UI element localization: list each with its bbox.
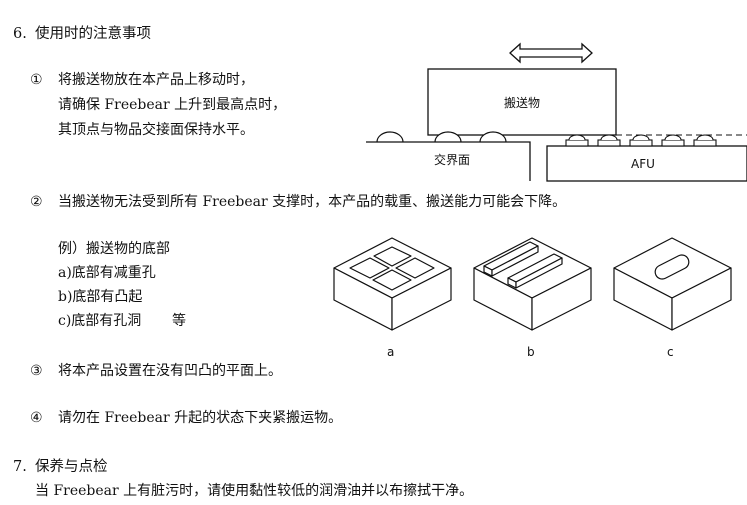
item-2-marker: ② — [30, 194, 43, 210]
item-1-line-1: 将搬送物放在本产品上移动时， — [58, 72, 254, 88]
item-4-marker: ④ — [30, 410, 43, 426]
afu-label: AFU — [631, 157, 655, 171]
item-2-text: 当搬送物无法受到所有 Freebear 支撑时，本产品的载重、搬送能力可能会下降… — [58, 194, 567, 210]
section-7-heading: 7. 保养与点检 — [13, 458, 108, 476]
section-6-heading: 6. 使用时的注意事项 — [13, 25, 151, 43]
afu-box — [546, 145, 747, 182]
object-label: 搬送物 — [504, 95, 540, 110]
section-7-number: 7. — [13, 459, 27, 475]
item-4-text: 请勿在 Freebear 升起的状态下夹紧搬运物。 — [58, 410, 343, 426]
box-c-label: c — [667, 345, 674, 359]
section-6-title: 使用时的注意事项 — [35, 26, 151, 42]
item-3-text: 将本产品设置在没有凹凸的平面上。 — [58, 363, 282, 379]
section-7-text: 当 Freebear 上有脏污时，请使用黏性较低的润滑油并以布擦拭干净。 — [35, 483, 474, 499]
section-6-number: 6. — [13, 26, 27, 42]
object-box — [427, 68, 617, 136]
section-7-title: 保养与点检 — [35, 459, 108, 475]
example-b: b)底部有凸起 — [58, 289, 143, 305]
item-1-line-2: 请确保 Freebear 上升到最高点时， — [58, 97, 287, 113]
box-b-label: b — [527, 345, 535, 359]
box-a-label: a — [387, 345, 395, 359]
freebear-diagram: 搬送物 交界面 AFU — [366, 42, 747, 182]
item-1-line-3: 其顶点与物品交接面保持水平。 — [58, 122, 254, 138]
box-c-diagram — [613, 237, 732, 331]
item-3-marker: ③ — [30, 363, 43, 379]
box-b-diagram — [473, 237, 592, 331]
examples-heading: 例）搬送物的底部 — [58, 241, 170, 257]
example-c: c)底部有孔洞 — [58, 313, 142, 329]
item-1-marker: ① — [30, 72, 43, 88]
double-arrow-icon — [509, 42, 593, 64]
box-a-diagram — [333, 237, 452, 331]
interface-label: 交界面 — [434, 152, 470, 167]
example-etc: 等 — [172, 313, 186, 329]
example-a: a)底部有减重孔 — [58, 265, 156, 281]
